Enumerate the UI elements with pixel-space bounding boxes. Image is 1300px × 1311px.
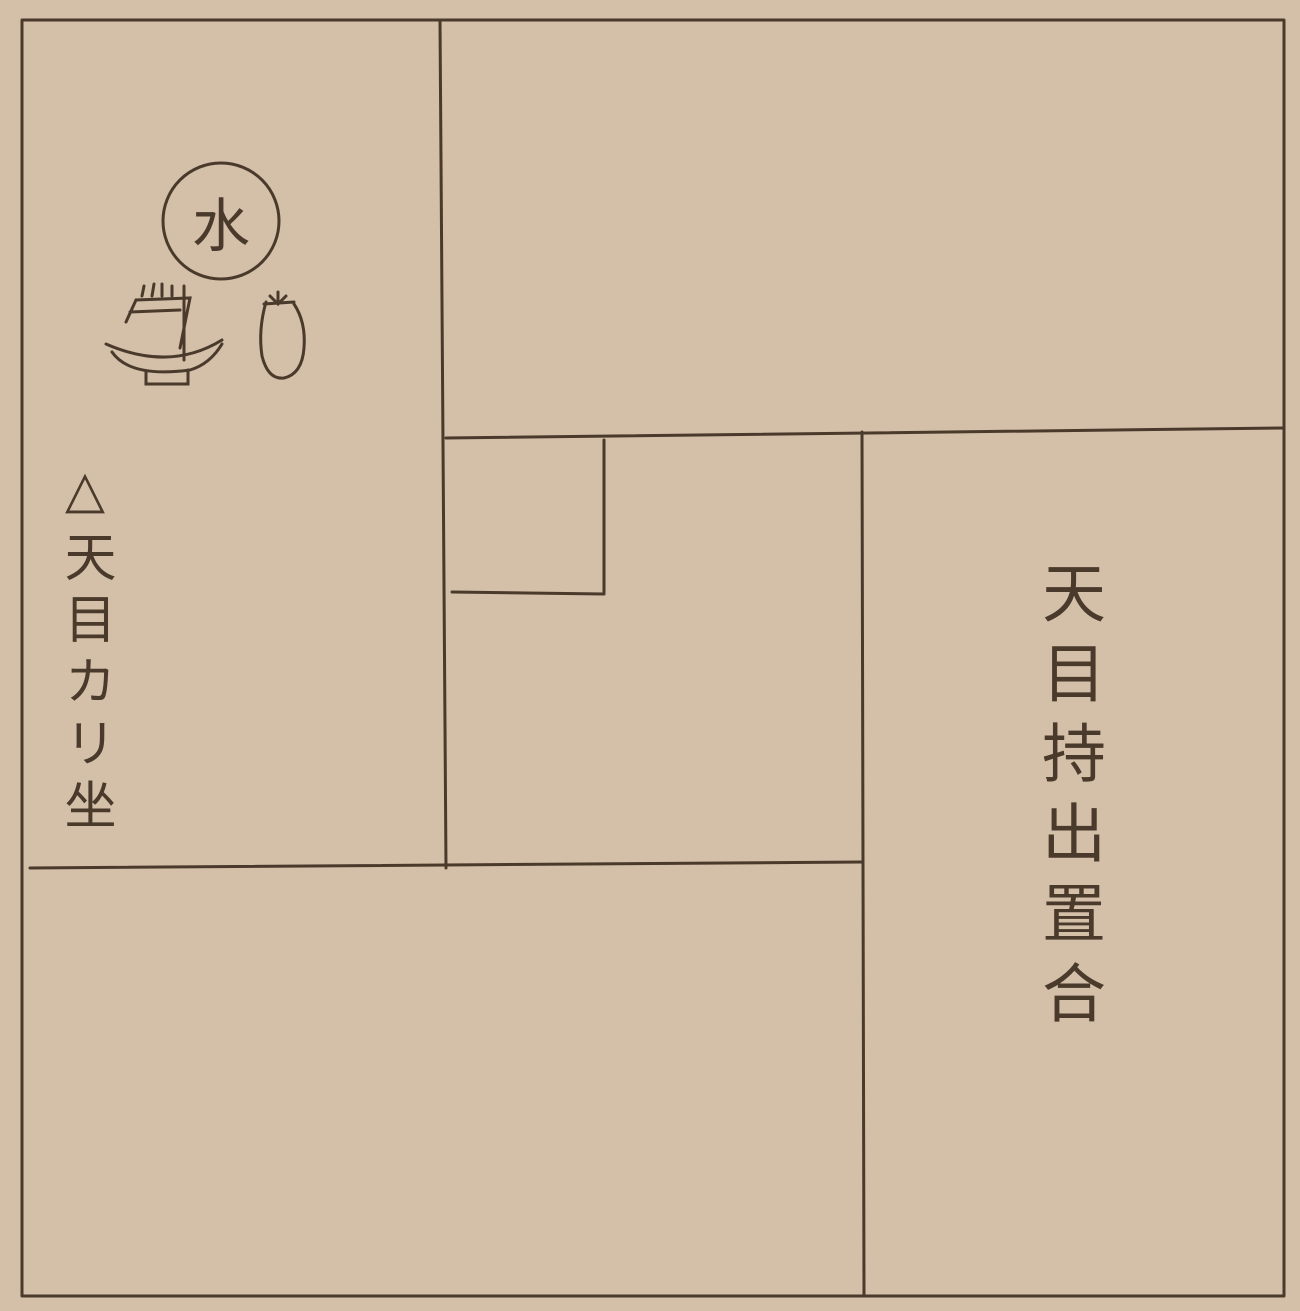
tenmoku-bowl-icon: [104, 282, 224, 386]
label-tenmoku-seat: △天目カリ坐: [55, 460, 115, 840]
outer-frame: [20, 18, 1286, 1298]
label-tenmoku-carry-out: 天目持出置合: [1031, 560, 1105, 1040]
water-label: 水: [191, 192, 250, 260]
water-circle: [161, 161, 281, 281]
divider-upper-right-bottom: [444, 426, 1286, 440]
divider-upper-left-right: [438, 18, 448, 870]
divider-middle-right: [860, 430, 866, 1298]
tea-caddy-icon: [259, 290, 306, 380]
small-square: [450, 438, 606, 596]
divider-lower: [28, 860, 864, 870]
